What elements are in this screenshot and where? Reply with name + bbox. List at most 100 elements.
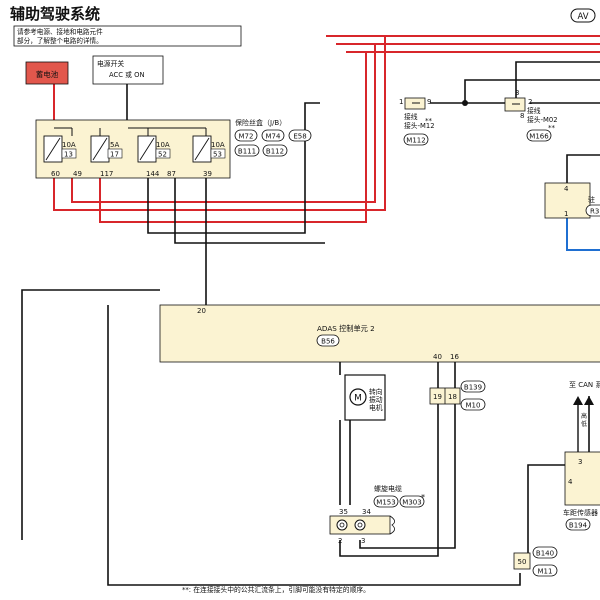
m02-pin-top: 3 bbox=[515, 89, 519, 97]
fuse-53-number: 53 bbox=[213, 151, 222, 159]
wire-87 bbox=[174, 178, 325, 244]
joint-m12: 1 9 接线 接头-M12 ** M112 bbox=[399, 97, 435, 146]
conn-pin-18: 18 bbox=[448, 393, 457, 401]
motor-icon bbox=[349, 388, 367, 406]
m12-pin-left: 1 bbox=[399, 98, 403, 106]
sensor-pin-4: 4 bbox=[568, 478, 573, 486]
wire-blue bbox=[566, 218, 600, 251]
conn-b194: B194 bbox=[569, 522, 588, 530]
fuse-connectors: M72 M74 E58 B111 B112 bbox=[234, 129, 312, 157]
fuse-pin-39: 39 bbox=[203, 170, 212, 178]
conn-m74: M74 bbox=[266, 133, 281, 141]
svg-text:低: 低 bbox=[581, 420, 587, 428]
adas-pin-40: 40 bbox=[433, 353, 442, 361]
adas-pin-20: 20 bbox=[197, 307, 206, 315]
right-component: 4 1 驻 R3 bbox=[544, 182, 600, 219]
fuse-pin-60: 60 bbox=[51, 170, 60, 178]
rcomp-pin-top: 4 bbox=[564, 185, 569, 193]
fuse-52-number: 52 bbox=[158, 151, 167, 159]
conn-b140: B140 bbox=[536, 550, 554, 558]
conn-e58: E58 bbox=[293, 133, 306, 141]
fuse-52: 10A 52 bbox=[137, 135, 171, 163]
av-badge-text: AV bbox=[577, 12, 588, 22]
conn-pin-19: 19 bbox=[433, 393, 442, 401]
m02-line-1: 接线 bbox=[527, 106, 541, 115]
fuse-pin-117: 117 bbox=[100, 170, 113, 178]
wire-conn-down bbox=[437, 404, 456, 520]
wire-m02-up bbox=[515, 61, 600, 111]
fuse-13-rating: 10A bbox=[62, 141, 76, 149]
m12-line-2: 接头-M12 bbox=[404, 121, 435, 130]
wire-joint-up bbox=[464, 79, 600, 103]
fuse-block-label: 保险丝盒（J/B） bbox=[235, 118, 286, 127]
fuse-17-number: 17 bbox=[110, 151, 119, 159]
fuse-bus bbox=[54, 127, 207, 136]
wire-red-60 bbox=[53, 36, 386, 211]
sensor-pin-3: 3 bbox=[578, 458, 582, 466]
note-box: 请参考电源、接地和电路元件 部分，了解整个电路的详情。 bbox=[13, 25, 242, 47]
fuse-pin-49: 49 bbox=[73, 170, 82, 178]
svg-text:高: 高 bbox=[581, 412, 587, 420]
wire-red-117 bbox=[99, 52, 367, 223]
conn-m153: M153 bbox=[376, 499, 395, 507]
wire-bottom-right bbox=[527, 464, 565, 553]
wire-spiral-right bbox=[359, 505, 456, 549]
fuse-pin-144: 144 bbox=[146, 170, 160, 178]
spiral-label: 螺旋电缆 bbox=[374, 484, 402, 493]
m02-line-2: 接头-M02 bbox=[527, 115, 558, 124]
note-line-2: 部分，了解整个电路的详情。 bbox=[17, 36, 103, 45]
conn-m10: M10 bbox=[466, 402, 481, 410]
battery-label: 蓄电池 bbox=[36, 69, 59, 79]
wire-red-49 bbox=[71, 44, 376, 203]
fuse-block: 10A 13 5A 17 10A 52 10A 53 6 bbox=[35, 119, 231, 179]
spiral-pin-3: 3 bbox=[361, 537, 365, 545]
blue-wires bbox=[566, 218, 600, 251]
svg-text:M: M bbox=[354, 394, 362, 404]
power-switch-block: 电源开关 ACC 或 ON bbox=[92, 55, 164, 85]
conn-m72: M72 bbox=[239, 133, 254, 141]
arrow-up-icon-2 bbox=[573, 396, 583, 405]
conn-b111: B111 bbox=[238, 148, 256, 156]
wire-spiral-left bbox=[339, 520, 439, 557]
conn-pin-50: 50 bbox=[518, 558, 527, 566]
spiral-mark: * bbox=[421, 493, 425, 502]
m02-connector: M166 bbox=[529, 133, 549, 141]
m12-line-1: 接线 bbox=[404, 112, 418, 121]
battery-block: 蓄电池 bbox=[25, 61, 69, 85]
wire-144 bbox=[147, 102, 320, 234]
fuse-13-number: 13 bbox=[64, 151, 73, 159]
connector-50: 50 B140 M11 bbox=[513, 546, 558, 577]
fuse-17: 5A 17 bbox=[90, 135, 123, 163]
vibration-motor: M 转向 振动 电机 bbox=[344, 374, 386, 421]
spiral-pin-34: 34 bbox=[362, 508, 371, 516]
m02-pin-bottom: 8 bbox=[520, 112, 524, 120]
wire-rcomp-top bbox=[566, 154, 600, 183]
sensor-label: 车距传感器 bbox=[563, 508, 598, 517]
rcomp-text-partial: 驻 bbox=[588, 195, 595, 204]
rcomp-label: R3 bbox=[590, 208, 599, 216]
conn-b139: B139 bbox=[464, 384, 482, 392]
red-wires bbox=[53, 35, 600, 223]
can-arrow: 至 CAN 系 高 低 bbox=[569, 380, 600, 452]
m12-connector: M112 bbox=[406, 137, 425, 145]
arrow-up-icon bbox=[584, 396, 594, 405]
adas-connector: B56 bbox=[321, 338, 335, 346]
fuse-53-rating: 10A bbox=[211, 141, 225, 149]
m12-pin-right: 9 bbox=[427, 98, 431, 106]
wire-left-frame bbox=[21, 289, 160, 540]
adas-unit: 20 ADAS 控制单元 2 B56 40 16 bbox=[159, 304, 600, 363]
fuse-53: 10A 53 bbox=[192, 135, 226, 163]
rcomp-pin-bottom: 1 bbox=[564, 210, 568, 218]
motor-line-2: 振动 bbox=[369, 395, 383, 404]
motor-line-1: 转向 bbox=[369, 387, 383, 396]
av-badge: AV bbox=[570, 8, 596, 23]
splice-dot bbox=[462, 100, 468, 106]
spiral-pin-2: 2 bbox=[338, 537, 342, 545]
conn-b112: B112 bbox=[266, 148, 284, 156]
fuse-13: 10A 13 bbox=[43, 135, 77, 163]
fuse-pin-87: 87 bbox=[167, 170, 176, 178]
distance-sensor: 3 4 车距传感器 B194 bbox=[563, 451, 600, 531]
can-label: 至 CAN 系 bbox=[569, 380, 600, 389]
power-switch-line-1: 电源开关 bbox=[97, 59, 124, 68]
fuse-52-rating: 10A bbox=[156, 141, 170, 149]
